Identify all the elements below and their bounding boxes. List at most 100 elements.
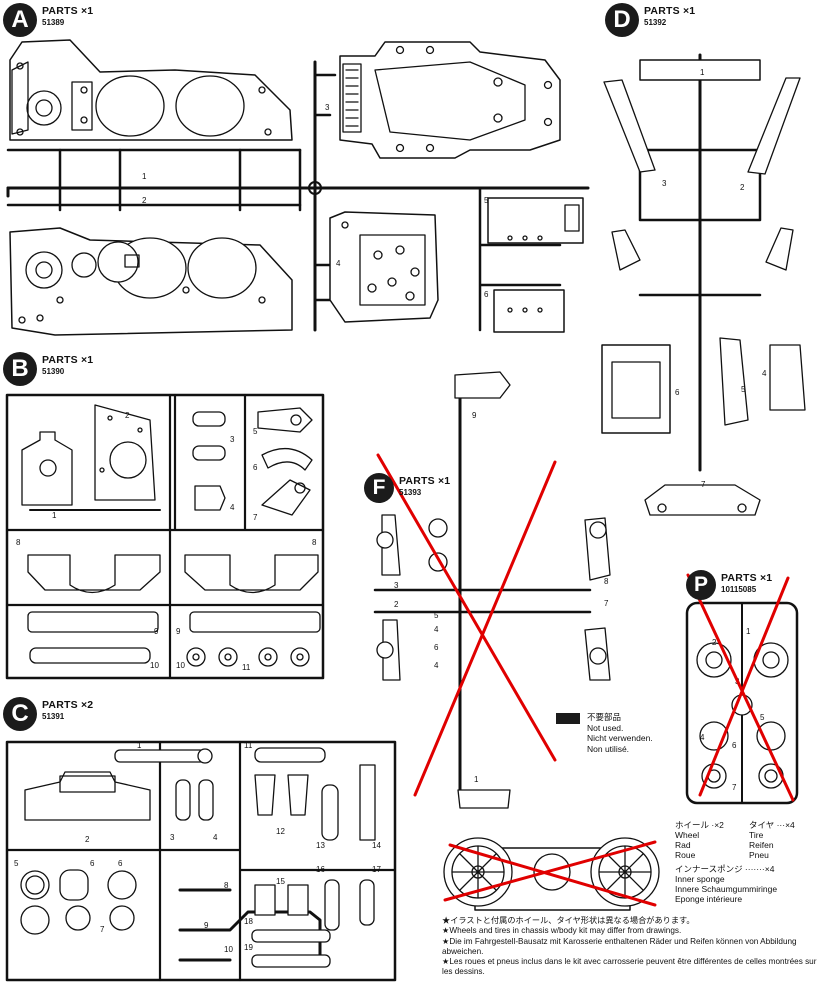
parts-label: PARTS — [721, 572, 757, 584]
svg-text:5: 5 — [253, 427, 258, 436]
svg-text:1: 1 — [474, 775, 479, 784]
wheel-de: Rad — [675, 840, 691, 850]
section-badge: D — [605, 3, 639, 37]
parts-code: 51393 — [399, 488, 422, 497]
sponge-fr: Eponge intérieure — [675, 894, 743, 904]
svg-text:13: 13 — [316, 841, 325, 850]
not-used-swatch — [556, 713, 580, 724]
svg-text:4: 4 — [762, 369, 767, 378]
wheel-fr: Roue — [675, 850, 696, 860]
section-badge: C — [3, 697, 37, 731]
svg-text:2: 2 — [142, 196, 147, 205]
not-used-fr: Non utilisé. — [587, 743, 630, 754]
svg-text:10: 10 — [224, 945, 233, 954]
svg-text:11: 11 — [242, 663, 251, 672]
svg-text:9: 9 — [204, 921, 209, 930]
svg-text:6: 6 — [90, 859, 95, 868]
section-c-header: C PARTS ×2 51391 — [3, 697, 93, 731]
svg-text:7: 7 — [732, 783, 737, 792]
svg-text:6: 6 — [675, 388, 680, 397]
svg-text:12: 12 — [276, 827, 285, 836]
tire-fr: Pneu — [749, 850, 769, 860]
svg-text:1: 1 — [142, 172, 147, 181]
svg-text:3: 3 — [662, 179, 667, 188]
svg-text:4: 4 — [230, 503, 235, 512]
parts-code: 10115085 — [721, 585, 757, 594]
svg-text:11: 11 — [244, 741, 253, 750]
svg-text:1: 1 — [52, 511, 57, 520]
parts-label: PARTS — [399, 475, 435, 487]
sprue-f: 1 2 3 4 4 5 6 7 8 9 — [373, 371, 611, 809]
parts-code: 51389 — [42, 18, 65, 27]
section-badge: P — [686, 570, 716, 600]
parts-label: PARTS — [42, 699, 78, 711]
parts-code: 51392 — [644, 18, 667, 27]
tire-jp: タイヤ ···×4 — [749, 820, 795, 830]
svg-text:7: 7 — [604, 599, 609, 608]
svg-text:1: 1 — [746, 627, 751, 636]
svg-text:8: 8 — [312, 538, 317, 547]
svg-text:15: 15 — [276, 877, 285, 886]
svg-text:8: 8 — [16, 538, 21, 547]
section-badge: B — [3, 352, 37, 386]
section-d-header: D PARTS ×1 51392 — [605, 3, 695, 37]
parts-multiplier: ×1 — [80, 354, 94, 366]
svg-text:5: 5 — [14, 859, 19, 868]
wheel-drawing — [443, 837, 660, 911]
parts-label: PARTS — [42, 354, 78, 366]
svg-text:4: 4 — [213, 833, 218, 842]
svg-text:7: 7 — [253, 513, 258, 522]
svg-text:1: 1 — [137, 741, 142, 750]
svg-text:3: 3 — [394, 581, 399, 590]
section-b-header: B PARTS ×1 51390 — [3, 352, 93, 386]
sprue-c: 1 2 3 4 5 6 6 7 8 9 10 11 12 13 14 15 16… — [5, 740, 397, 982]
svg-text:8: 8 — [224, 881, 229, 890]
section-p-header: P PARTS ×1 10115085 — [686, 570, 772, 600]
svg-text:6: 6 — [484, 290, 489, 299]
sprue-a: 1 2 3 4 5 6 — [6, 39, 590, 336]
svg-text:7: 7 — [701, 480, 706, 489]
wheel-en: Wheel — [675, 830, 700, 840]
svg-text:5: 5 — [484, 196, 489, 205]
svg-text:14: 14 — [372, 841, 381, 850]
svg-text:9: 9 — [176, 627, 181, 636]
svg-text:9: 9 — [154, 627, 159, 636]
parts-multiplier: ×2 — [80, 699, 94, 711]
svg-text:2: 2 — [125, 411, 130, 420]
svg-text:18: 18 — [244, 917, 253, 926]
svg-text:6: 6 — [434, 643, 439, 652]
section-badge: A — [3, 3, 37, 37]
svg-text:2: 2 — [85, 835, 90, 844]
wheel-jp: ホイール ·×2 — [675, 820, 724, 830]
not-used-en: Not used. — [587, 722, 624, 733]
not-used-legend: 不要部品 Not used. Nicht verwenden. Non util… — [556, 712, 653, 754]
not-used-de: Nicht verwenden. — [587, 733, 653, 743]
svg-text:4: 4 — [336, 259, 341, 268]
svg-text:16: 16 — [316, 865, 325, 874]
svg-text:3: 3 — [230, 435, 235, 444]
svg-text:2: 2 — [740, 183, 745, 192]
svg-text:4: 4 — [434, 661, 439, 670]
svg-text:8: 8 — [604, 577, 609, 586]
note-fr: ★Les roues et pneus inclus dans le kit a… — [442, 957, 817, 977]
parts-multiplier: ×1 — [682, 5, 696, 17]
svg-text:1: 1 — [700, 68, 705, 77]
svg-text:4: 4 — [700, 733, 705, 742]
svg-text:9: 9 — [472, 411, 477, 420]
note-jp: ★イラストと付属のホイール、タイヤ形状は異なる場合があります。 — [442, 916, 695, 925]
svg-text:3: 3 — [325, 103, 330, 112]
wheel-notes: ★イラストと付属のホイール、タイヤ形状は異なる場合があります。 ★Wheels … — [442, 916, 818, 978]
parts-multiplier: ×1 — [80, 5, 94, 17]
parts-code: 51390 — [42, 367, 65, 376]
svg-text:6: 6 — [118, 859, 123, 868]
svg-text:17: 17 — [372, 865, 381, 874]
sprue-d: 1 2 3 4 5 6 7 — [601, 53, 806, 516]
parts-label: PARTS — [644, 5, 680, 17]
sprue-b: 1 2 3 4 5 6 7 8 8 9 9 10 10 11 — [5, 393, 325, 680]
svg-text:10: 10 — [176, 661, 185, 670]
section-a-header: A PARTS ×1 51389 — [3, 3, 93, 37]
note-de: ★Die im Fahrgestell-Bausatz mit Karosser… — [442, 936, 797, 956]
sprue-p: 1 2 3 4 5 6 7 — [685, 573, 799, 805]
note-en: ★Wheels and tires in chassis w/body kit … — [442, 926, 682, 936]
section-f-header: F PARTS ×1 51393 — [364, 473, 450, 503]
